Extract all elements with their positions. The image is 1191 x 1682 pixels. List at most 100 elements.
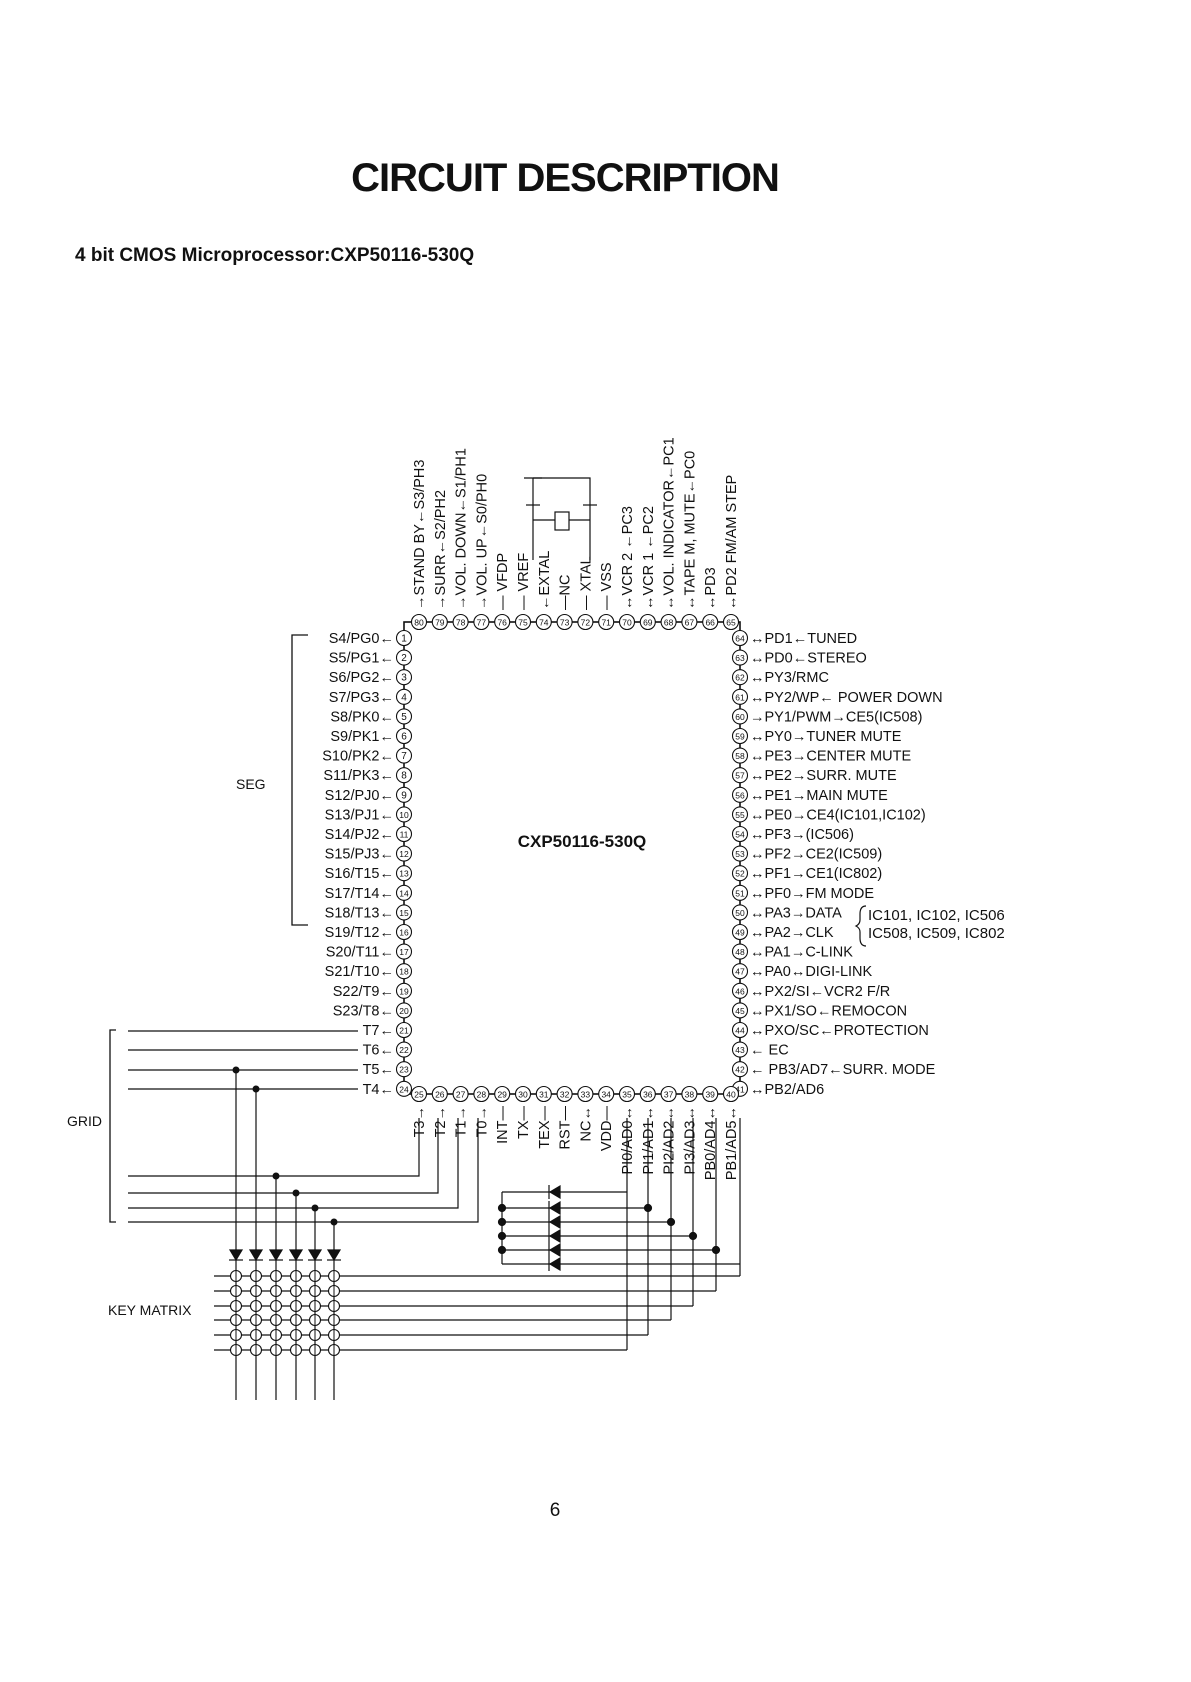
pin-label-left: S11/PK3← xyxy=(323,768,394,784)
grid-label: GRID xyxy=(67,1113,102,1129)
pin-number-circle xyxy=(395,669,413,686)
pin-number: 72 xyxy=(581,618,591,628)
pin-number-circle xyxy=(731,982,749,999)
pin-number: 34 xyxy=(601,1090,611,1100)
pin-number-circle xyxy=(395,923,413,941)
pin-label-bottom: PI3/AD3↔ xyxy=(682,1106,698,1175)
pin-number: 79 xyxy=(435,618,445,628)
pin-number-circle xyxy=(395,786,413,803)
pin-label-right: ↔PF2→CE2(IC509) xyxy=(750,847,882,863)
seg-bracket xyxy=(291,634,308,926)
pin-label-right: →PY1/PWM→CE5(IC508) xyxy=(750,709,922,725)
pin-number-circle xyxy=(731,747,749,764)
pin-label-bottom: TX— xyxy=(516,1106,532,1140)
pin-number: 45 xyxy=(735,1006,745,1016)
pin-number-circle xyxy=(731,865,749,882)
pin-label-left: S13/PJ1← xyxy=(325,807,394,823)
pin-number-circle xyxy=(395,727,413,745)
pin-number-circle xyxy=(639,613,656,631)
pin-number-circle xyxy=(452,1085,469,1103)
pin-label-left: S19/T12← xyxy=(325,925,394,941)
pin-label-left: S21/T10← xyxy=(325,964,394,980)
pin-number-circle xyxy=(431,1085,448,1103)
pin-number-circle xyxy=(731,727,749,745)
pin-label-right: ↔PY3/RMC xyxy=(750,670,829,686)
pin-number-circle xyxy=(660,1085,677,1103)
pin-number: 15 xyxy=(399,908,409,918)
pin-label-bottom: NC↔ xyxy=(578,1106,594,1141)
pin-number-circle xyxy=(702,613,719,631)
pin-number-circle xyxy=(618,1085,636,1103)
pin-number: 58 xyxy=(735,751,745,761)
pin-label-top: ←EXTAL xyxy=(537,551,553,610)
pin-number-circle xyxy=(722,613,740,631)
pin-number: 7 xyxy=(401,751,407,762)
pin-number-circle xyxy=(395,982,413,999)
pin-number: 65 xyxy=(726,618,736,628)
grid-bracket xyxy=(109,1029,116,1223)
pin-label-bottom: PI2/AD2↔ xyxy=(662,1106,678,1175)
pin-number-circle xyxy=(731,1061,749,1078)
pin-label-right: ↔PB2/AD6 xyxy=(750,1082,824,1098)
pin-label-left: S12/PJ0← xyxy=(325,788,394,804)
pin-label-left: S23/T8← xyxy=(333,1003,394,1019)
pin-number: 32 xyxy=(560,1090,570,1100)
pin-number: 62 xyxy=(735,673,745,683)
pin-label-right: ↔PD0←STEREO xyxy=(750,651,867,667)
pin-number: 8 xyxy=(401,771,407,782)
pin-number-circle xyxy=(731,767,749,784)
data-clk-brace xyxy=(854,905,867,947)
pin-label-left: S6/PG2← xyxy=(329,670,394,686)
pin-number-circle xyxy=(681,1085,698,1103)
pin-number: 38 xyxy=(685,1090,695,1100)
pin-label-left: T5← xyxy=(363,1062,394,1078)
pin-label-right: ↔PX1/SO←REMOCON xyxy=(750,1003,907,1019)
pin-label-left: S9/PK1← xyxy=(330,729,394,745)
seg-label: SEG xyxy=(236,776,266,792)
pin-number: 67 xyxy=(685,618,695,628)
key-scan-returns xyxy=(501,1118,741,1350)
page-title: CIRCUIT DESCRIPTION xyxy=(351,156,780,200)
pin-number-circle xyxy=(731,669,749,686)
pin-number-circle xyxy=(731,825,749,843)
pin-number: 17 xyxy=(399,947,409,957)
pin-label-bottom: TEX— xyxy=(537,1106,553,1149)
pin-label-top: →STAND BY←S3/PH3 xyxy=(412,460,428,610)
pin-number-circle xyxy=(473,613,490,631)
pin-number: 23 xyxy=(399,1065,409,1075)
pin-number: 49 xyxy=(735,928,745,938)
pin-number-circle xyxy=(410,1085,428,1103)
pin-label-bottom: T3→ xyxy=(412,1106,428,1137)
pin-number: 13 xyxy=(399,869,409,879)
pin-label-left: S20/T11← xyxy=(326,945,394,961)
pin-label-right: ↔PA1→C-LINK xyxy=(750,945,853,961)
pin-number-circle xyxy=(556,613,573,631)
pin-number-circle xyxy=(395,1041,413,1058)
pin-number: 54 xyxy=(735,830,745,840)
pin-number-circle xyxy=(598,1085,615,1103)
pin-number-circle xyxy=(731,649,749,666)
pin-label-left: S17/T14← xyxy=(325,886,394,902)
pin-number: 70 xyxy=(622,618,632,628)
pin-number-circle xyxy=(514,613,532,631)
pin-label-left: S5/PG1← xyxy=(329,651,394,667)
pin-number-circle xyxy=(731,923,749,941)
pins-bottom: 25T3→26T2→27T1→28T0→29INT—30TX—31TEX—32R… xyxy=(410,1085,740,1180)
pin-number: 22 xyxy=(399,1045,409,1055)
pin-label-right: ↔PY0→TUNER MUTE xyxy=(750,729,902,745)
pin-number-circle xyxy=(494,1085,511,1103)
pin-label-right: ↔PXO/SC←PROTECTION xyxy=(750,1023,929,1039)
pins-left: 1S4/PG0←2S5/PG1←3S6/PG2←4S7/PG3←5S8/PK0←… xyxy=(322,629,413,1098)
pin-number-circle xyxy=(395,865,413,882)
pin-number: 16 xyxy=(399,928,409,938)
pin-number: 53 xyxy=(735,849,745,859)
pin-number: 52 xyxy=(735,869,745,879)
pin-number-circle xyxy=(731,1021,749,1039)
pin-number-circle xyxy=(577,1085,594,1103)
pin-number-circle xyxy=(731,1041,749,1058)
pin-number: 14 xyxy=(399,888,409,898)
pin-label-left: S7/PG3← xyxy=(329,690,394,706)
pin-label-left: S14/PJ2← xyxy=(325,827,394,843)
key-scan-diodes xyxy=(497,1184,721,1272)
